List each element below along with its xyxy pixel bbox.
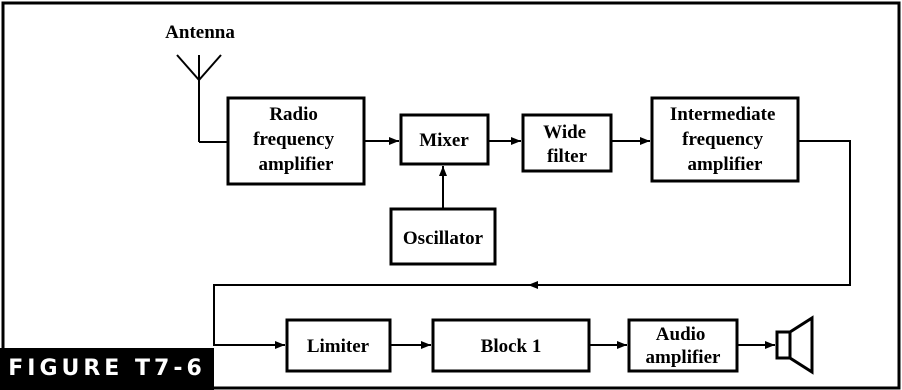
- rf-amplifier-block: [226, 96, 366, 186]
- oscillator-label: Oscillator: [403, 228, 484, 249]
- mixer-label: Mixer: [419, 130, 469, 151]
- antenna-symbol: [176, 54, 228, 143]
- antenna-label: Antenna: [165, 22, 235, 43]
- rf-amplifier-label: Radio frequency amplifier: [253, 104, 339, 175]
- block1-label: Block 1: [481, 336, 542, 357]
- if-amplifier-block: [650, 96, 800, 183]
- speaker-icon: [775, 315, 814, 375]
- figure-label-background: [0, 348, 214, 390]
- mixer-block: [399, 113, 490, 166]
- audio-amplifier-label: Audio amplifier: [646, 324, 721, 368]
- if-amplifier-label: Intermediate frequency amplifier: [670, 104, 780, 175]
- wide-filter-label: Wide filter: [543, 122, 591, 167]
- oscillator-block: [389, 207, 497, 266]
- limiter-label: Limiter: [307, 336, 370, 357]
- block1-block: [431, 318, 591, 373]
- wide-filter-block: [521, 113, 613, 173]
- figure-label: FIGURE T7-6: [8, 356, 206, 381]
